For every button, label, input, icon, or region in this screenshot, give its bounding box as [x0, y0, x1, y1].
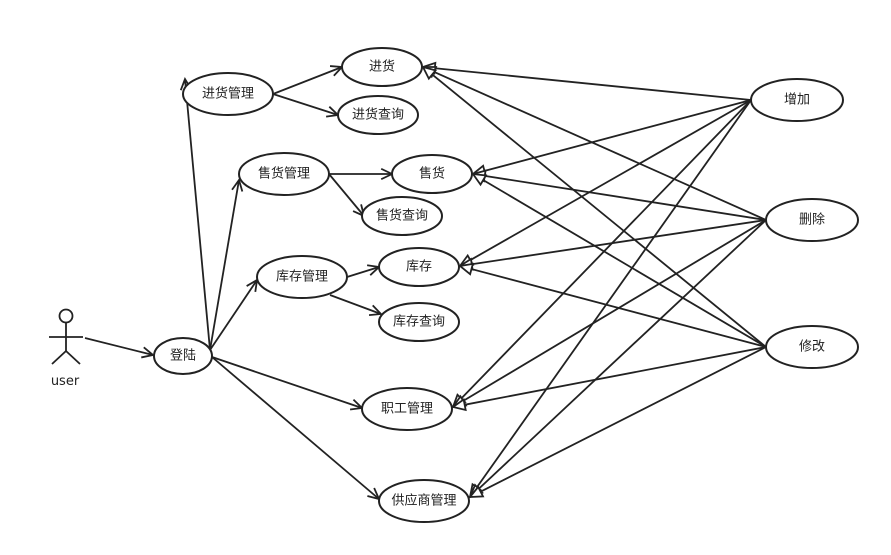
- usecase-staff-mgmt-label: 职工管理: [381, 402, 433, 417]
- usecase-inventory-mgmt-label: 库存管理: [276, 269, 328, 285]
- generalization-delete-to-staff-mgmt: [461, 219, 767, 403]
- association-user-to-login: [84, 337, 154, 356]
- usecase-staff-mgmt[interactable]: 职工管理: [361, 387, 453, 431]
- association-login-to-staff-mgmt: [211, 356, 363, 409]
- generalization-modify-to-sales-triangle: [471, 172, 488, 187]
- usecase-purchase-mgmt-label: 进货管理: [202, 86, 254, 102]
- usecase-modify-label: 修改: [799, 340, 825, 355]
- generalization-delete-to-sales: [483, 174, 767, 221]
- usecase-sales-mgmt-label: 售货管理: [258, 166, 310, 182]
- actor-left-leg: [51, 350, 67, 365]
- generalization-modify-to-sales: [482, 178, 767, 348]
- association-login-to-purchase-mgmt: [184, 78, 211, 351]
- generalization-add-to-inventory: [469, 99, 752, 262]
- usecase-purchase-label: 进货: [369, 59, 395, 75]
- usecase-inventory-query[interactable]: 库存查询: [378, 302, 460, 342]
- usecase-login[interactable]: 登陆: [153, 337, 213, 375]
- association-inventory-mgmt-to-inventory-query-arrowhead: [368, 304, 383, 317]
- generalization-add-to-sales: [483, 99, 752, 173]
- usecase-sales-mgmt[interactable]: 售货管理: [238, 152, 330, 196]
- usecase-inventory-mgmt[interactable]: 库存管理: [256, 255, 348, 299]
- association-inventory-mgmt-to-inventory-query: [329, 294, 382, 315]
- usecase-supplier-mgmt-label: 供应商管理: [391, 493, 456, 509]
- usecase-login-label: 登陆: [170, 348, 196, 364]
- generalization-modify-to-purchase-triangle: [421, 65, 438, 81]
- generalization-modify-to-inventory: [470, 267, 767, 348]
- actor-user[interactable]: user: [49, 308, 83, 390]
- actor-label: user: [51, 374, 80, 389]
- usecase-sales[interactable]: 售货: [391, 154, 473, 194]
- usecase-sales-query[interactable]: 售货查询: [361, 196, 443, 236]
- generalization-modify-to-inventory-triangle: [457, 262, 475, 276]
- association-sales-mgmt-to-sales-query: [328, 173, 365, 217]
- association-user-to-login-arrowhead: [141, 346, 156, 359]
- actor-head: [58, 308, 74, 324]
- usecase-add[interactable]: 增加: [750, 78, 844, 122]
- generalization-add-to-supplier-mgmt: [475, 99, 752, 489]
- generalization-delete-to-supplier-mgmt: [477, 219, 767, 491]
- usecase-inventory-query-label: 库存查询: [393, 314, 445, 330]
- generalization-delete-to-inventory: [470, 219, 767, 266]
- generalization-add-to-purchase: [433, 67, 752, 101]
- association-login-to-sales-mgmt: [209, 179, 240, 351]
- generalization-add-to-staff-mgmt: [460, 99, 752, 400]
- usecase-delete-label: 删除: [799, 213, 825, 228]
- generalization-modify-to-purchase: [430, 73, 767, 348]
- usecase-supplier-mgmt[interactable]: 供应商管理: [378, 479, 470, 523]
- usecase-modify[interactable]: 修改: [765, 325, 859, 369]
- usecase-sales-query-label: 售货查询: [376, 208, 428, 224]
- usecase-purchase-mgmt[interactable]: 进货管理: [182, 72, 274, 116]
- generalization-modify-to-supplier-mgmt-triangle: [468, 485, 485, 498]
- association-purchase-mgmt-to-purchase-query: [272, 93, 339, 116]
- association-login-to-inventory-mgmt: [209, 279, 258, 351]
- usecase-purchase[interactable]: 进货: [341, 47, 423, 87]
- usecase-sales-label: 售货: [419, 166, 445, 182]
- usecase-add-label: 增加: [784, 93, 810, 108]
- relation-edges: [84, 61, 767, 501]
- generalization-modify-to-staff-mgmt-triangle: [450, 398, 467, 412]
- association-login-to-sales-mgmt-arrowhead: [231, 177, 244, 192]
- actor-right-leg: [65, 350, 81, 365]
- usecase-inventory[interactable]: 库存: [378, 247, 460, 287]
- usecase-delete[interactable]: 删除: [765, 198, 859, 242]
- generalization-modify-to-staff-mgmt: [463, 346, 767, 406]
- usecase-inventory-label: 库存: [406, 259, 432, 275]
- generalization-modify-to-supplier-mgmt: [479, 346, 767, 493]
- association-login-to-supplier-mgmt: [211, 356, 380, 500]
- usecase-purchase-query-label: 进货查询: [352, 107, 404, 123]
- association-purchase-mgmt-to-purchase: [272, 66, 343, 95]
- association-login-to-inventory-mgmt-arrowhead: [246, 278, 259, 293]
- generalization-delete-to-purchase: [432, 70, 767, 221]
- association-inventory-mgmt-to-inventory: [346, 266, 380, 278]
- usecase-purchase-query[interactable]: 进货查询: [337, 95, 419, 135]
